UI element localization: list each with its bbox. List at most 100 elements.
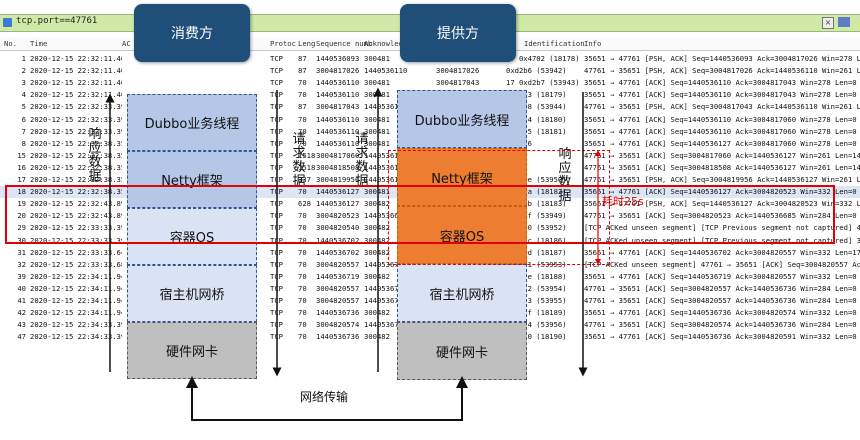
packet-cell-ack: 300482	[364, 308, 390, 318]
packet-cell-info: 35651 → 47761 [ACK] Seq=1440536127 Ack=3…	[584, 138, 860, 148]
packet-cell-no: 31	[17, 247, 26, 257]
packet-cell-seq: 1440536110	[316, 90, 360, 100]
packet-cell-info: 47761 → 35651 [ACK] Seq=3004817060 Ack=1…	[584, 150, 860, 160]
col-header-ack[interactable]: Acknowledg	[364, 39, 408, 48]
packet-cell-seq: 3004818508	[316, 162, 360, 172]
packet-cell-no: 41	[17, 296, 26, 305]
packet-cell-id: 0x470b (18183)	[506, 199, 567, 209]
filter-text[interactable]: tcp.port==47761	[16, 16, 98, 26]
col-header-protocol[interactable]: Protoc	[270, 39, 296, 48]
packet-cell-no: 19	[17, 199, 26, 209]
packet-cell-time: 2020-12-15 22:32:38.356082	[30, 187, 122, 197]
packet-cell-len: 1518	[298, 150, 316, 160]
provider-netty-layer: Netty框架	[397, 148, 527, 206]
packet-cell-info: 35651 → 47761 [ACK] Seq=1440536110 Ack=3…	[584, 114, 860, 124]
packet-cell-no: 15	[17, 150, 26, 160]
packet-cell-len: 70	[298, 247, 307, 257]
packet-cell-ack: 300482	[364, 271, 390, 281]
consumer-host-bridge-layer: 宿主机网桥	[127, 265, 257, 322]
packet-cell-id: 0xd2b6 (53942)	[506, 66, 567, 76]
packet-cell-no: 42	[17, 308, 26, 318]
response-data-label-left: 响应数据	[88, 127, 102, 184]
packet-cell-time: 2020-12-15 22:33:33.394659	[30, 223, 122, 233]
packet-cell-seq: 1440536736	[316, 308, 360, 318]
packet-cell-len: 87	[298, 102, 307, 112]
packet-cell-seq: 1440536110	[316, 126, 360, 136]
network-connector	[186, 376, 468, 421]
packet-cell-seq: 3004820557	[316, 283, 360, 293]
packet-cell-c7: 3004817026	[436, 66, 480, 76]
packet-cell-seq: 1440536702	[316, 235, 360, 245]
packet-cell-id: 0x470c (18186)	[506, 235, 567, 245]
packet-cell-seq: 1440536127	[316, 187, 360, 197]
packet-cell-info: 35651 → 47761 [ACK] Seq=1440536702 Ack=3…	[584, 247, 860, 257]
packet-cell-time: 2020-12-15 22:34:11.945080	[30, 271, 122, 281]
packet-cell-info: [TCP ACKed unseen segment] [TCP Previous…	[584, 235, 860, 245]
packet-cell-no: 18	[17, 187, 26, 197]
packet-cell-seq: 1440536110	[316, 114, 360, 124]
packet-cell-time: 2020-12-15 22:32:38.354710	[30, 150, 122, 160]
request-data-label-right: 请求数据	[355, 132, 369, 189]
packet-cell-time: 2020-12-15 22:32:33.394629	[30, 114, 122, 124]
col-header-length[interactable]: Leng	[298, 39, 316, 48]
packet-cell-len: 70	[298, 78, 307, 88]
packet-cell-no: 3	[21, 78, 26, 88]
packet-cell-len: 628	[298, 199, 311, 209]
packet-cell-time: 2020-12-15 22:32:43.896580	[30, 211, 122, 221]
packet-cell-no: 39	[17, 271, 26, 281]
clear-filter-icon[interactable]: ×	[822, 17, 834, 29]
slow-layers-box	[388, 150, 610, 265]
packet-cell-ack: 1440536127	[364, 150, 408, 160]
packet-cell-seq: 1440536127	[316, 199, 360, 209]
packet-cell-seq: 3004817026	[316, 66, 360, 76]
packet-cell-no: 32	[17, 259, 26, 269]
packet-cell-id: 0x470d (18187)	[506, 247, 567, 257]
packet-cell-proto: TCP	[270, 66, 283, 76]
packet-cell-len: 70	[298, 211, 307, 221]
packet-cell-len: 87	[298, 54, 307, 63]
packet-cell-len: 70	[298, 308, 307, 318]
packet-cell-seq: 3004820540	[316, 223, 360, 233]
packet-cell-time: 2020-12-15 22:32:33.395997	[30, 126, 122, 136]
packet-cell-id: 0x4703 (18179)	[506, 90, 567, 100]
packet-cell-id: 0xd2c2 (53954)	[506, 283, 567, 293]
consumer-title: 消费方	[134, 4, 250, 62]
apply-filter-icon[interactable]	[838, 17, 850, 27]
packet-cell-ack: 1440536110	[364, 66, 408, 76]
packet-cell-id: 0x470a (18182)	[506, 187, 567, 197]
packet-cell-id: 0xd2b8 (53944)	[506, 102, 567, 112]
col-header-sequence[interactable]: Sequence numb	[316, 39, 373, 48]
packet-cell-no: 20	[17, 211, 26, 221]
packet-cell-no: 47	[17, 332, 26, 342]
provider-dubbo-layer: Dubbo业务线程	[397, 90, 527, 148]
packet-cell-time: 2020-12-15 22:34:11.946635	[30, 308, 122, 318]
packet-cell-no: 1	[21, 54, 26, 63]
packet-cell-seq: 3004820574	[316, 320, 360, 330]
packet-cell-no: 2	[21, 66, 26, 76]
packet-cell-time: 2020-12-15 22:34:33.395937	[30, 320, 122, 330]
packet-cell-ack: 1440536110	[364, 102, 408, 112]
packet-cell-seq: 3004817043	[316, 102, 360, 112]
packet-cell-seq: 1440536736	[316, 332, 360, 342]
packet-cell-ack: 1440536736	[364, 283, 408, 293]
packet-cell-info: 35651 → 47761 [ACK] Seq=1440536736 Ack=3…	[584, 332, 860, 342]
col-header-time[interactable]: Time	[30, 39, 48, 48]
packet-cell-info: 35651 → 47761 [ACK] Seq=1440536110 Ack=3…	[584, 78, 860, 88]
col-header-info[interactable]: Info	[584, 39, 602, 48]
col-header-no[interactable]: No.	[4, 39, 17, 48]
packet-cell-id: 0x4704 (18180)	[506, 114, 567, 124]
provider-nic-layer: 硬件网卡	[397, 322, 527, 380]
packet-cell-time: 2020-12-15 22:34:11.945855	[30, 283, 122, 293]
col-header-identification[interactable]: Identification	[524, 39, 585, 48]
col-header-ac[interactable]: AC	[122, 39, 131, 48]
packet-cell-id: 0x4705 (18181)	[506, 126, 567, 136]
packet-cell-info: 35651 → 47761 [ACK] Seq=1440536110 Ack=3…	[584, 90, 860, 100]
packet-cell-seq: 1440536093	[316, 54, 360, 63]
packet-cell-info: 47761 → 35651 [PSH, ACK] Seq=3004817043 …	[584, 102, 860, 112]
packet-cell-no: 43	[17, 320, 26, 330]
bookmark-icon[interactable]	[3, 18, 12, 27]
packet-cell-len: 70	[298, 126, 307, 136]
